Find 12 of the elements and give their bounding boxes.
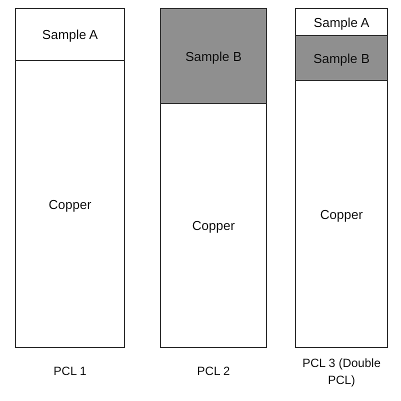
sample-layer	[296, 36, 387, 81]
column-caption: PCL 1	[52, 363, 88, 380]
sample-layer	[161, 9, 266, 104]
layer-label: Copper	[192, 218, 235, 233]
layer-label: Sample A	[314, 14, 370, 30]
layer-label: Copper	[48, 196, 92, 212]
layer-label: Sample B	[185, 48, 242, 64]
layer-label: Sample A	[42, 27, 98, 42]
layer-label: Copper	[320, 206, 363, 222]
layer-label: Sample B	[313, 50, 370, 66]
column-caption: PCL 3 (Double PCL)	[302, 355, 382, 389]
column-caption: PCL 2	[196, 363, 231, 380]
